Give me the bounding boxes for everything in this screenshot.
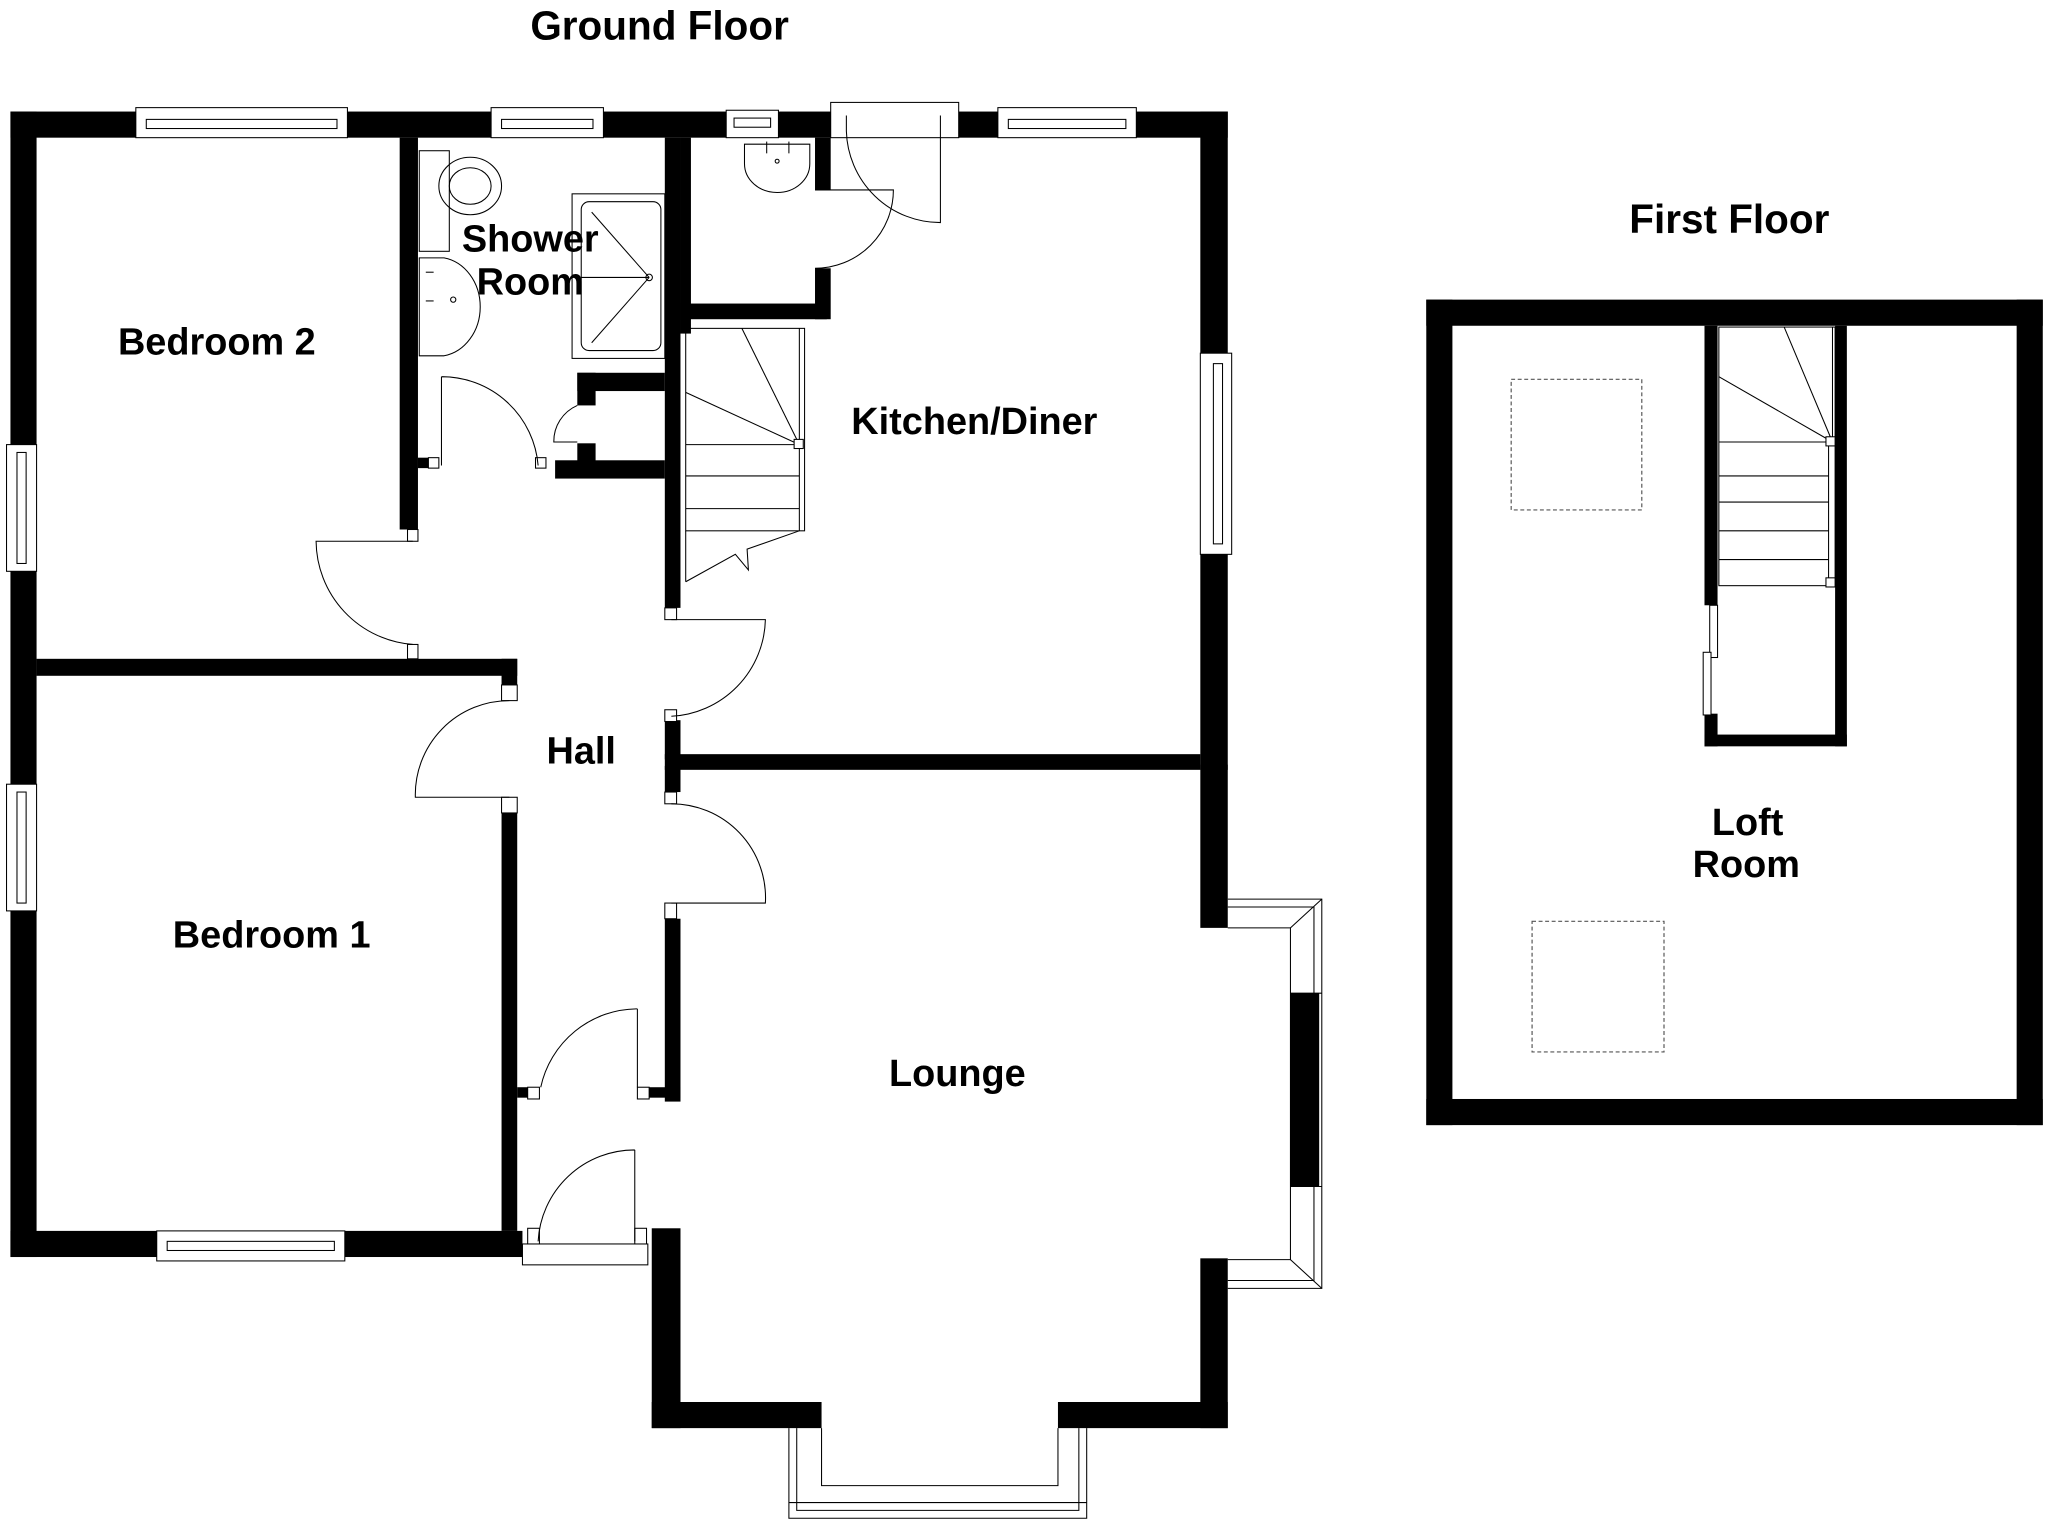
door-swing-icon bbox=[1702, 604, 1719, 716]
door-swing-icon bbox=[553, 404, 578, 443]
staircase-icon bbox=[1718, 326, 1836, 588]
room-label-shower-room: Shower bbox=[462, 218, 599, 260]
room-label-lounge: Lounge bbox=[889, 1053, 1026, 1095]
front-bay-window-icon bbox=[788, 1428, 1088, 1519]
door-swing-icon bbox=[664, 607, 766, 723]
first-floor-walls bbox=[1426, 299, 2043, 1126]
door-swing-icon bbox=[315, 528, 419, 660]
door-swing-icon bbox=[845, 115, 941, 224]
toilet-icon bbox=[418, 150, 503, 252]
door-swing-icon bbox=[427, 376, 547, 469]
staircase-icon bbox=[685, 327, 806, 583]
window-icon bbox=[490, 107, 604, 139]
window-icon bbox=[997, 107, 1137, 139]
door-swing-icon bbox=[414, 684, 518, 814]
room-label-loft-room: Loft bbox=[1712, 802, 1784, 844]
door-swing-icon bbox=[815, 189, 894, 269]
side-bay-window-icon bbox=[1227, 898, 1323, 1289]
window-icon bbox=[1199, 352, 1233, 555]
room-label-loft-room-line2: Room bbox=[1693, 844, 1800, 886]
room-label-bedroom-1: Bedroom 1 bbox=[173, 914, 371, 956]
door-swing-icon bbox=[527, 1149, 648, 1245]
room-label-shower-room-line2: Room bbox=[477, 261, 584, 303]
skylight-icon bbox=[1531, 920, 1665, 1053]
porch-threshold bbox=[521, 1243, 649, 1266]
shower-tray-icon bbox=[571, 193, 666, 359]
ground-floor-labels: Bedroom 2 Shower Room Kitchen/Diner Hall… bbox=[118, 218, 1098, 1095]
window-icon bbox=[156, 1230, 346, 1262]
room-label-hall: Hall bbox=[547, 730, 616, 772]
window-icon bbox=[725, 109, 779, 139]
ground-floor-windows bbox=[6, 101, 1233, 1266]
ground-floor-title: Ground Floor bbox=[530, 3, 789, 49]
window-icon bbox=[6, 783, 38, 912]
back-door-threshold bbox=[830, 101, 960, 139]
room-label-bedroom-2: Bedroom 2 bbox=[118, 321, 316, 363]
basin-icon bbox=[418, 257, 481, 357]
window-icon bbox=[135, 107, 348, 139]
skylight-icon bbox=[1510, 378, 1643, 511]
ground-floor-walls bbox=[10, 111, 1320, 1429]
doors bbox=[315, 115, 941, 1245]
door-swing-icon bbox=[664, 791, 767, 920]
first-floor-title: First Floor bbox=[1629, 196, 1829, 242]
window-icon bbox=[6, 444, 38, 572]
basin-icon bbox=[743, 141, 811, 194]
door-swing-icon bbox=[527, 1008, 650, 1100]
room-label-kitchen-diner: Kitchen/Diner bbox=[851, 401, 1097, 443]
